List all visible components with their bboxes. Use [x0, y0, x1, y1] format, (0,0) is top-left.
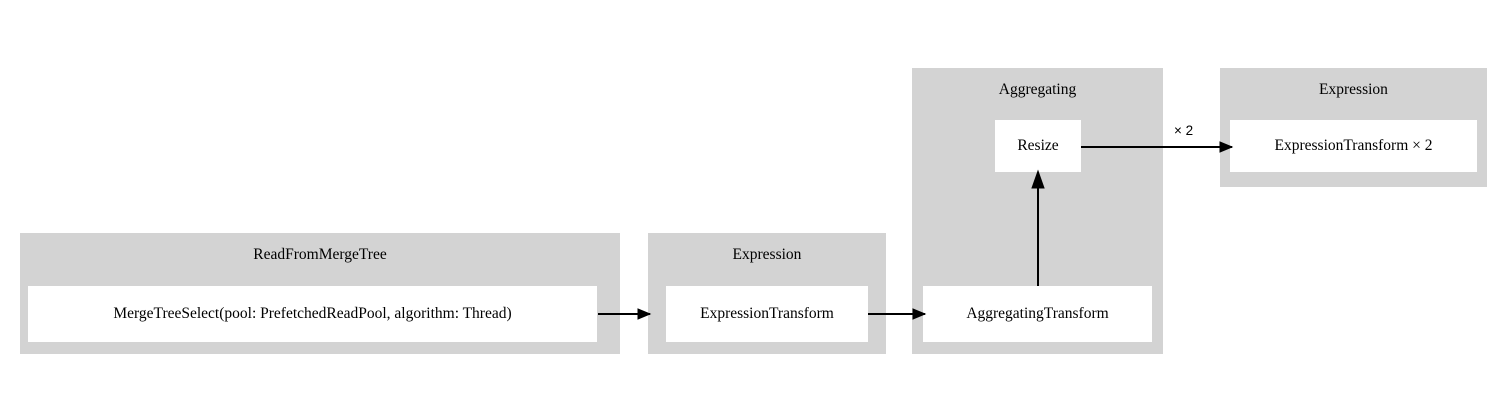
- node-expression-transform-1[interactable]: ExpressionTransform: [666, 286, 868, 342]
- node-label-merge-tree-select: MergeTreeSelect(pool: PrefetchedReadPool…: [113, 305, 512, 322]
- node-label-expression-transform-2: ExpressionTransform × 2: [1274, 137, 1433, 154]
- node-aggregating-transform[interactable]: AggregatingTransform: [923, 286, 1152, 342]
- cluster-title-expression-1: Expression: [732, 246, 802, 263]
- edge-label-resize-to-expression2: × 2: [1174, 123, 1194, 138]
- cluster-title-read-from-merge-tree: ReadFromMergeTree: [253, 246, 387, 263]
- node-merge-tree-select[interactable]: MergeTreeSelect(pool: PrefetchedReadPool…: [28, 286, 597, 342]
- node-label-expression-transform-1: ExpressionTransform: [700, 305, 834, 322]
- cluster-title-aggregating: Aggregating: [998, 81, 1077, 98]
- cluster-expression-1[interactable]: Expression ExpressionTransform: [648, 233, 886, 354]
- node-expression-transform-2[interactable]: ExpressionTransform × 2: [1230, 120, 1477, 172]
- cluster-title-expression-2: Expression: [1319, 81, 1388, 98]
- node-label-aggregating-transform: AggregatingTransform: [966, 305, 1109, 322]
- node-resize[interactable]: Resize: [995, 120, 1081, 172]
- cluster-aggregating[interactable]: Aggregating Resize AggregatingTransform: [912, 68, 1163, 354]
- node-label-resize: Resize: [1017, 137, 1059, 154]
- cluster-read-from-merge-tree[interactable]: ReadFromMergeTree MergeTreeSelect(pool: …: [20, 233, 620, 354]
- cluster-expression-2[interactable]: Expression ExpressionTransform × 2: [1220, 68, 1487, 187]
